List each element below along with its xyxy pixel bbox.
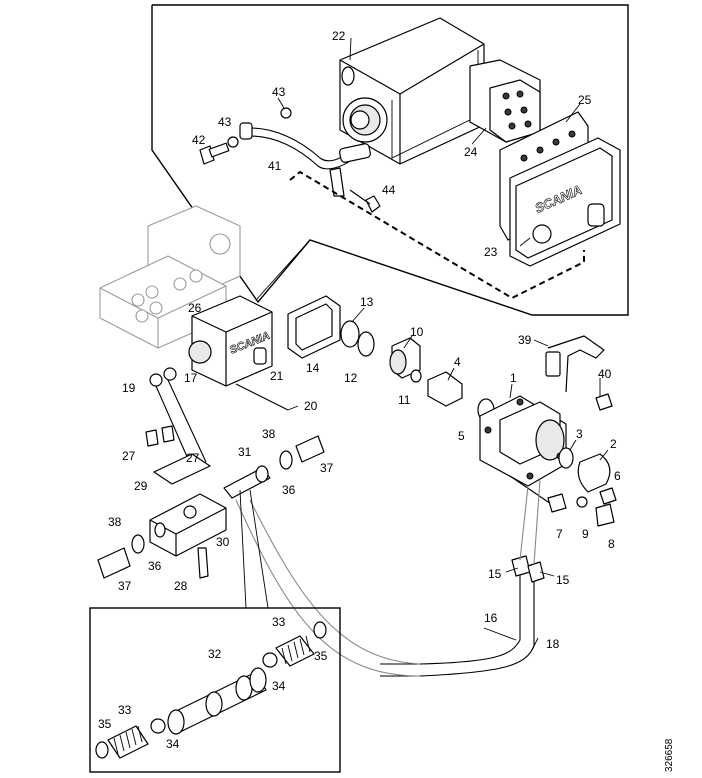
- part-label-37: 37: [320, 461, 334, 475]
- part-label-43: 43: [218, 115, 232, 129]
- part-label-22: 22: [332, 29, 346, 43]
- part-label-18: 18: [546, 637, 560, 651]
- part-label-31: 31: [238, 445, 252, 459]
- screw-head: [145, 429, 159, 447]
- part-label-7: 7: [556, 527, 563, 541]
- control-unit: SCANIA: [188, 295, 289, 411]
- screw-head: [163, 367, 177, 381]
- part-label-15: 15: [556, 573, 570, 587]
- part-label-13: 13: [360, 295, 374, 309]
- part-label-34: 34: [272, 679, 286, 693]
- part-label-23: 23: [484, 245, 498, 259]
- part-label-40: 40: [598, 367, 612, 381]
- part-label-44: 44: [382, 183, 396, 197]
- drawing-reference-number: 326658: [664, 738, 675, 772]
- part-label-10: 10: [410, 325, 424, 339]
- bottom-detail-inset: [89, 489, 341, 773]
- part-label-24: 24: [464, 145, 478, 159]
- ball: [150, 718, 166, 734]
- part-label-32: 32: [208, 647, 222, 661]
- part-label-38: 38: [108, 515, 122, 529]
- part-label-2: 2: [610, 437, 617, 451]
- part-label-41: 41: [268, 159, 282, 173]
- part-label-38: 38: [262, 427, 276, 441]
- plug: [595, 503, 615, 527]
- part-label-3: 3: [576, 427, 583, 441]
- screw-head: [161, 425, 175, 443]
- part-label-27: 27: [186, 451, 200, 465]
- part-label-11: 11: [398, 393, 411, 407]
- part-label-26: 26: [188, 301, 202, 315]
- part-label-36: 36: [148, 559, 162, 573]
- part-label-4: 4: [454, 355, 461, 369]
- part-label-25: 25: [578, 93, 592, 107]
- bracket: [545, 335, 605, 393]
- ball: [262, 652, 278, 668]
- o-ring: [340, 320, 360, 348]
- part-label-34: 34: [166, 737, 180, 751]
- part-label-33: 33: [118, 703, 132, 717]
- part-label-30: 30: [216, 535, 230, 549]
- part-label-14: 14: [306, 361, 320, 375]
- end-cap: [577, 453, 611, 493]
- part-label-21: 21: [270, 369, 284, 383]
- bolt-head: [595, 393, 613, 411]
- part-label-9: 9: [582, 527, 589, 541]
- pipe-and-fasteners: [199, 107, 381, 213]
- part-label-6: 6: [614, 469, 621, 483]
- solenoid-valve: [389, 337, 422, 383]
- control-unit-housing: [339, 17, 485, 165]
- cylinder-housing: [479, 395, 574, 487]
- part-label-36: 36: [282, 483, 296, 497]
- part-label-20: 20: [304, 399, 318, 413]
- assembly-guide-dashed: [289, 170, 585, 300]
- part-label-19: 19: [122, 381, 136, 395]
- part-label-39: 39: [518, 333, 532, 347]
- part-label-5: 5: [458, 429, 465, 443]
- plug-connector: [469, 59, 541, 143]
- part-label-17: 17: [184, 371, 198, 385]
- part-label-8: 8: [608, 537, 615, 551]
- part-label-1: 1: [510, 371, 517, 385]
- part-label-43: 43: [272, 85, 286, 99]
- part-label-12: 12: [344, 371, 358, 385]
- leader-lines: [277, 37, 609, 651]
- part-label-33: 33: [272, 615, 286, 629]
- part-label-15: 15: [488, 567, 502, 581]
- part-label-42: 42: [192, 133, 206, 147]
- spool-assembly: [97, 435, 325, 579]
- bolt-head: [547, 493, 567, 513]
- part-label-28: 28: [174, 579, 188, 593]
- part-label-35: 35: [314, 649, 328, 663]
- washer: [576, 496, 588, 508]
- main-assembly: SCANIA: [97, 295, 617, 677]
- part-number-labels: 22 43 43 42 41 44 24 25 23 26 21 14 13 1…: [98, 29, 675, 772]
- part-label-37: 37: [118, 579, 132, 593]
- part-label-29: 29: [134, 479, 148, 493]
- part-label-16: 16: [484, 611, 498, 625]
- part-label-35: 35: [98, 717, 112, 731]
- cover-plate: SCANIA: [509, 137, 621, 267]
- screw: [197, 547, 209, 579]
- screw-head: [149, 373, 163, 387]
- valve-block: [149, 493, 227, 557]
- top-detail-inset: SCANIA: [151, 4, 629, 316]
- block-gasket: [153, 453, 211, 485]
- part-label-27: 27: [122, 449, 136, 463]
- o-ring: [357, 331, 375, 357]
- spool-detail: [95, 621, 327, 759]
- bolt-head: [599, 487, 617, 505]
